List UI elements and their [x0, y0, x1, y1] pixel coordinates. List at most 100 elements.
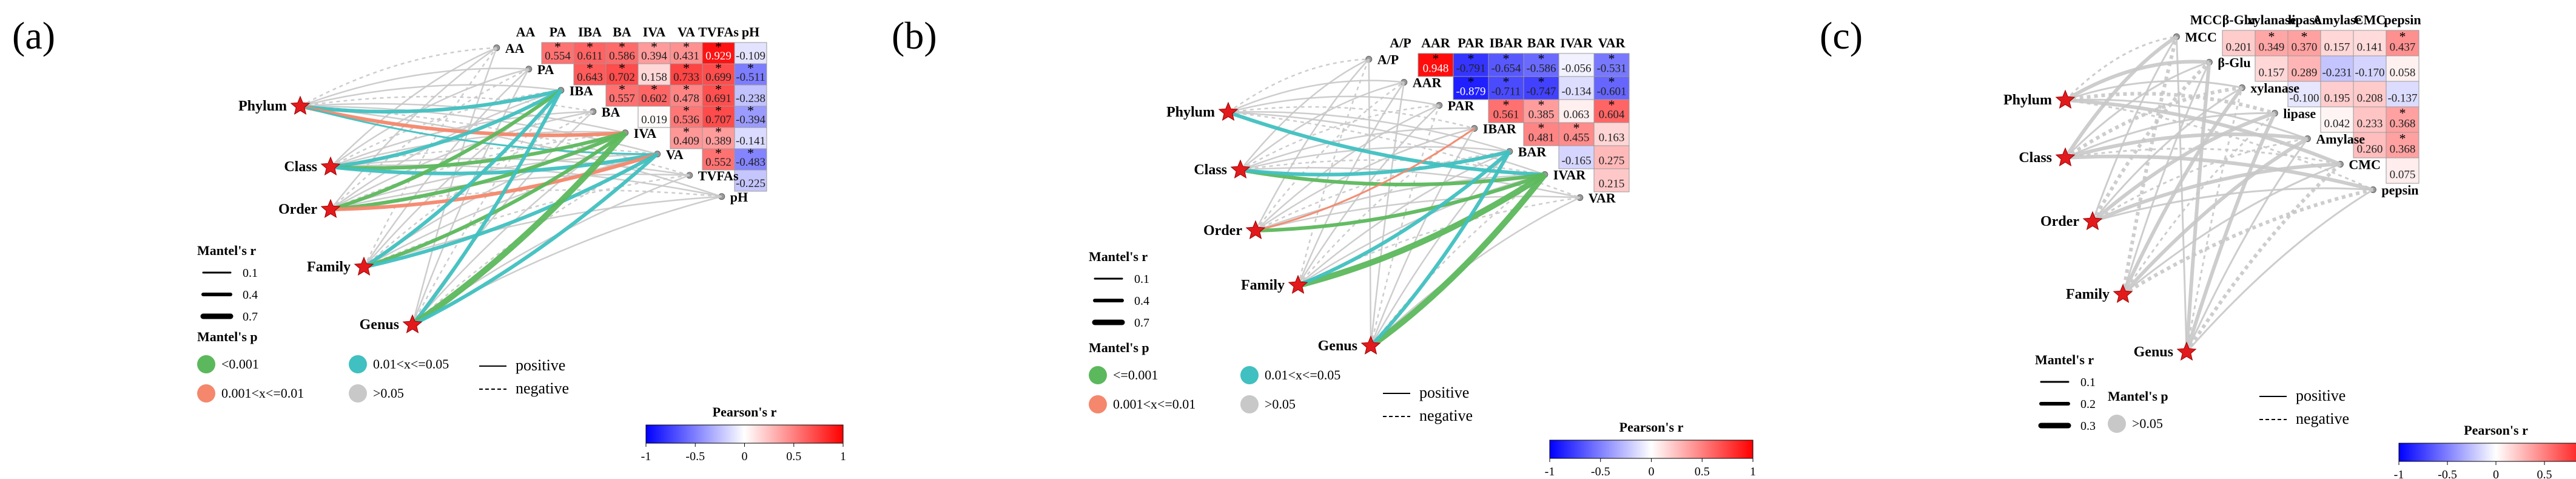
variable-label: IBAR	[1483, 121, 1517, 137]
corr-cell	[1417, 53, 1454, 77]
corr-value: -0.238	[736, 92, 765, 105]
colorbar	[645, 424, 844, 444]
colorbar-tick-label: 0	[2493, 468, 2499, 479]
mantel-link-ns	[363, 153, 658, 268]
variable-label: PA	[537, 62, 554, 77]
column-header: TVFAs	[698, 24, 739, 39]
mantel-link-ns	[2121, 36, 2179, 295]
legend-mantel-p-title: Mantel's p	[197, 329, 258, 344]
mantel-link-ns	[2185, 62, 2211, 353]
corr-value: -0.141	[736, 135, 765, 148]
variable-label: IBA	[570, 83, 593, 98]
legend-mantel-r-value: 0.1	[243, 267, 258, 280]
corr-value: 0.157	[2324, 41, 2350, 54]
corr-value: 0.157	[2259, 67, 2285, 80]
significance-star: *	[587, 39, 593, 55]
taxon-star	[320, 156, 341, 175]
mantel-link-ns	[1370, 105, 1440, 347]
variable-label: VAR	[1589, 191, 1616, 206]
column-header: AAR	[1421, 35, 1451, 50]
significance-star: *	[651, 82, 657, 97]
mantel-link-ns	[1297, 59, 1370, 286]
corr-value: 0.409	[673, 135, 699, 148]
mantel-link-ns	[2063, 35, 2178, 159]
corr-value: 0.643	[577, 71, 603, 84]
mantel-link-ns	[1368, 59, 1372, 347]
mantel-link-ns	[330, 68, 530, 210]
column-header: A/P	[1390, 35, 1411, 50]
colorbar-tick-label: 0	[1649, 465, 1655, 478]
mantel-link-ns	[1240, 146, 1510, 171]
corr-value: 0.948	[1423, 62, 1449, 75]
corr-cell	[1593, 122, 1630, 146]
colorbar-title: Pearson's r	[1619, 420, 1684, 435]
significance-star: *	[715, 39, 722, 55]
colorbar-tick-label: 1	[840, 450, 846, 463]
legend-p-swatch	[1089, 366, 1107, 384]
significance-star: *	[1538, 97, 1545, 112]
corr-value: 0.699	[705, 71, 731, 84]
mantel-link-ns	[2091, 36, 2177, 222]
variable-label: AA	[505, 41, 525, 56]
corr-cell	[1523, 99, 1559, 123]
corr-value: -0.711	[1491, 85, 1521, 98]
panel-label: (a)	[12, 14, 55, 57]
significance-star: *	[1503, 51, 1510, 66]
variable-label: pH	[730, 189, 748, 205]
mantel-link-ns	[330, 189, 722, 211]
column-header: pH	[742, 24, 759, 39]
corr-value: -0.170	[2355, 67, 2384, 80]
mantel-link-ns	[2091, 162, 2341, 223]
taxon-star	[354, 256, 374, 276]
mantel-link-ns	[363, 68, 530, 268]
taxon-label: Genus	[1318, 338, 1357, 354]
corr-value: 0.707	[705, 114, 731, 126]
corr-value: 0.042	[2324, 118, 2350, 131]
significance-star: *	[587, 61, 593, 76]
colorbar-tick-label: -0.5	[1591, 465, 1610, 478]
corr-cell	[2353, 132, 2387, 158]
legend-mantel-r-value: 0.2	[2080, 398, 2096, 411]
colorbar-tick-label: 0.5	[786, 450, 801, 463]
significance-star: *	[2399, 29, 2406, 44]
corr-cell	[2320, 81, 2354, 107]
taxon-star	[2113, 284, 2133, 303]
corr-value: 0.557	[609, 92, 635, 105]
corr-value: 0.929	[705, 50, 731, 63]
panel-label: (b)	[892, 14, 937, 57]
legend-mantel-p-title: Mantel's p	[2108, 389, 2168, 404]
mantel-link-ns	[1370, 197, 1581, 347]
significance-star: *	[683, 103, 690, 118]
mantel-link-ns	[1297, 197, 1580, 287]
legend-p-swatch	[1240, 395, 1259, 413]
significance-star: *	[1468, 74, 1475, 89]
taxon-star	[1245, 220, 1266, 239]
corr-cell	[637, 106, 671, 128]
taxon-star	[2055, 147, 2076, 166]
legend-mantel-r-value: 0.1	[1134, 273, 1149, 286]
mantel-link-ns	[330, 132, 625, 211]
corr-value: -0.056	[1561, 62, 1591, 75]
variable-label: IVAR	[1553, 168, 1587, 183]
corr-value: -0.109	[736, 50, 765, 63]
colorbar-tick-label: 0.5	[2537, 468, 2552, 479]
corr-cell	[2287, 55, 2321, 82]
legend-mantel-p-title: Mantel's p	[1089, 340, 1149, 355]
corr-value: -0.100	[2289, 92, 2319, 105]
legend-mantel-r-title: Mantel's r	[197, 243, 256, 258]
mantel-link	[1297, 150, 1511, 287]
mantel-link-ns	[412, 153, 658, 325]
corr-value: 0.370	[2292, 41, 2318, 54]
significance-star: *	[1609, 74, 1615, 89]
corr-value: -0.879	[1456, 85, 1485, 98]
mantel-link	[363, 89, 563, 269]
corr-value: 0.158	[641, 71, 667, 84]
mantel-link-ns	[1370, 82, 1405, 347]
mantel-link-ns	[2091, 87, 2243, 222]
corr-cell	[2386, 157, 2420, 184]
corr-value: 0.141	[2357, 41, 2383, 54]
variable-label: Amylase	[2316, 132, 2365, 147]
significance-star: *	[1573, 120, 1580, 135]
corr-cell	[670, 106, 703, 128]
mantel-link-ns	[1370, 127, 1475, 347]
